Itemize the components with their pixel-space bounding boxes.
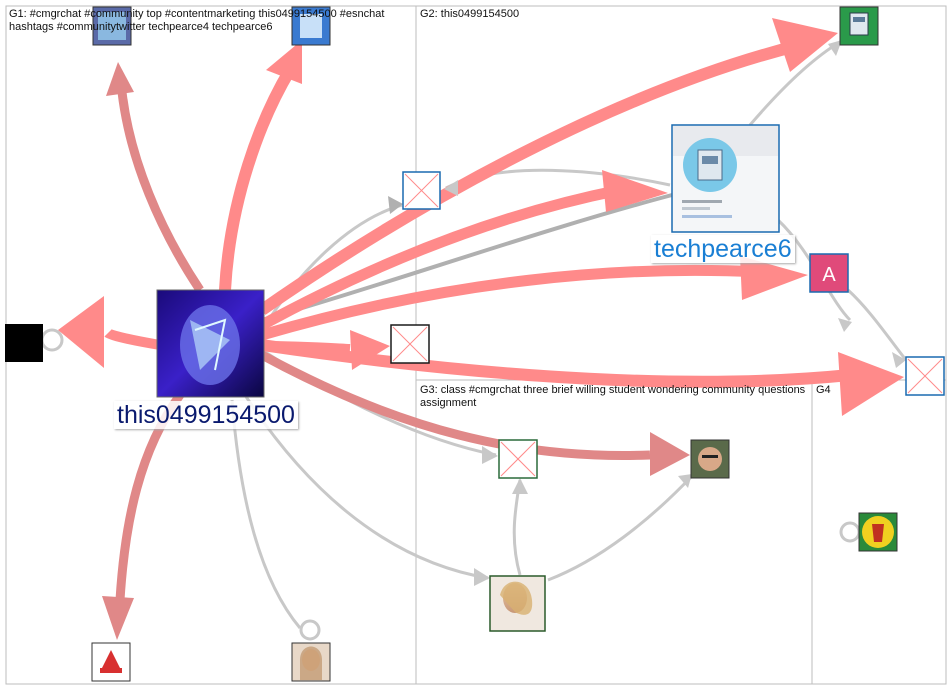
arrow-gray-x1 [388,196,403,214]
edge-main-to-g1b [219,66,296,291]
node-techpearce6[interactable] [671,124,780,233]
node-yellow-avatar[interactable] [858,512,898,552]
arrow-red [102,596,134,640]
node-robot-avatar[interactable] [839,6,879,46]
self-loop-black [40,328,64,352]
self-loop-woman [299,619,321,641]
arrowheads [58,18,906,640]
edge-main-to-man [259,351,651,460]
node-this0499154500[interactable] [156,289,265,398]
group-g2-label: G2: this0499154500 [420,8,520,20]
node-a-avatar[interactable]: A [809,253,849,293]
edge-girl-to-man [547,474,694,582]
edge-a-to-x4 [846,288,908,361]
edge-main-to-robot [258,39,802,315]
edge-tech-to-robot [748,40,841,126]
arrow-tech [602,170,668,212]
node-broken-image-2[interactable] [390,324,430,364]
arrow-gray-x4 [892,352,906,368]
edge-main-to-a [260,264,761,341]
node-a-letter: A [822,264,836,286]
arrow-black [58,296,104,368]
arrow-gray-girl-man [678,474,692,488]
arrow-x2 [350,330,390,370]
node-red-logo-avatar[interactable] [91,642,131,682]
arrow-gray-x3 [482,446,498,464]
arrow-robot [772,18,838,72]
arrow-gray-tech-a [838,318,852,332]
edges-strong [104,39,851,601]
node-girl-avatar[interactable] [489,575,546,632]
arrow-gray-girl [474,568,490,586]
edge-main-to-woman [230,399,302,629]
edge-main-to-tech-gray [261,193,673,322]
edge-main-to-x1 [260,203,403,331]
edge-girl-to-x3 [512,479,522,576]
node-black-square[interactable] [5,324,43,362]
group-g4-label: G4 [816,384,831,396]
self-loop-g4 [839,521,861,543]
arrow-man [650,432,690,476]
edge-main-to-x2 [261,341,351,352]
node-broken-image-4[interactable] [905,356,945,396]
edge-main-to-g1a [117,91,204,293]
group-g3-label: G3: class #cmgrchat three brief willing … [420,384,806,409]
arrow-g1b [266,40,302,84]
arrow-gray-girl-x3 [512,478,528,494]
edge-main-to-black [104,328,161,350]
node-man-avatar[interactable] [690,439,730,479]
arrow-x4 [838,352,904,416]
node-label-this0499154500: this0499154500 [114,401,298,429]
node-g1-avatar-1[interactable] [92,6,132,46]
arrow-gray-robot [828,40,842,56]
group-g1-label: G1: #cmgrchat #community top #contentmar… [9,8,385,33]
edge-main-to-tech [259,184,622,330]
node-broken-image-1[interactable] [402,171,441,210]
node-label-techpearce6: techpearce6 [651,235,795,263]
node-woman-avatar[interactable] [291,642,331,682]
arrow-a [740,256,808,300]
arrow-gray-tech-x1 [444,180,458,196]
node-broken-image-3[interactable] [498,439,538,479]
node-g1-avatar-2[interactable] [291,6,331,46]
edge-main-to-x4 [261,339,851,388]
arrow-g1a [106,62,134,96]
